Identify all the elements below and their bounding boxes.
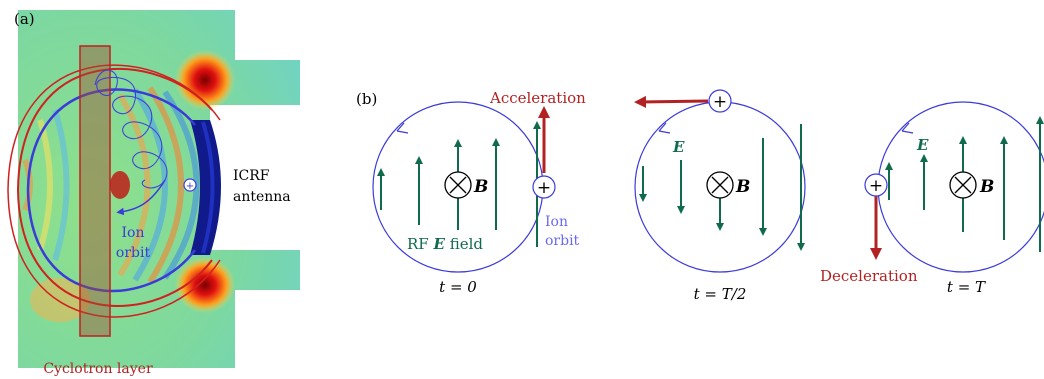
panel-a-label: (a) — [14, 10, 35, 28]
time-label-t0: t = 0 — [439, 278, 477, 296]
frame-t-half: + B E t = T/2 — [634, 89, 806, 303]
ion-symbol-t0: + — [537, 178, 551, 198]
e-symbol-t-full: E — [916, 136, 929, 154]
b-symbol-t-full: B — [979, 177, 994, 197]
e-field-arrows-t0 — [377, 121, 541, 247]
acceleration-label: Acceleration — [489, 89, 586, 107]
ion-symbol-t-half: + — [713, 92, 727, 112]
cyclotron-layer-band — [79, 45, 111, 337]
deceleration-label: Deceleration — [820, 267, 918, 285]
ion-marker-t-full — [864, 173, 888, 197]
panel-b: (b) + B Acceleration RF E field Ion orbi… — [356, 89, 1044, 303]
ion-marker-t0 — [532, 175, 556, 199]
panel-a: + (a) ICRF antenna Ion orbit Cyclotron l… — [7, 10, 300, 377]
e-field-arrows-t-half — [639, 124, 805, 251]
velocity-arrow-t-half — [634, 95, 709, 108]
time-label-t-half: t = T/2 — [694, 285, 747, 303]
ion-orbit-label-a-line1: Ion — [122, 225, 145, 241]
ion-marker-t-half — [708, 89, 732, 113]
ion-symbol-a: + — [186, 181, 194, 192]
ion-symbol-t-full: + — [869, 176, 883, 196]
ion-orbit-label-b-line2: orbit — [545, 233, 580, 249]
vessel-wall-curve — [7, 64, 221, 318]
b-symbol-t-half: B — [735, 177, 750, 197]
ion-orbit-path — [94, 69, 168, 216]
antenna-label-line1: ICRF — [233, 168, 270, 184]
separatrix-curve — [26, 88, 196, 293]
ion-marker-a — [183, 178, 197, 192]
outer-boundary-curve — [16, 68, 213, 307]
orbit-direction-t-full — [901, 122, 914, 134]
rf-field-label: RF E field — [407, 235, 483, 253]
orbit-direction-t0 — [396, 122, 409, 134]
antenna-label-line2: antenna — [233, 189, 291, 205]
panel-b-label: (b) — [356, 90, 377, 108]
e-symbol-t-half: E — [672, 138, 685, 156]
frame-t0: + B Acceleration RF E field Ion orbit t … — [372, 89, 586, 296]
frame-t-full: + B E Deceleration t = T — [820, 101, 1044, 296]
ion-orbit-label-a-line2: orbit — [116, 245, 151, 261]
cyclotron-layer-label: Cyclotron layer — [43, 361, 153, 377]
ion-orbit-label-b-line1: Ion — [545, 214, 568, 230]
b-symbol-t0: B — [473, 177, 488, 197]
time-label-t-full: t = T — [947, 278, 986, 296]
orbit-direction-t-half — [658, 122, 671, 134]
